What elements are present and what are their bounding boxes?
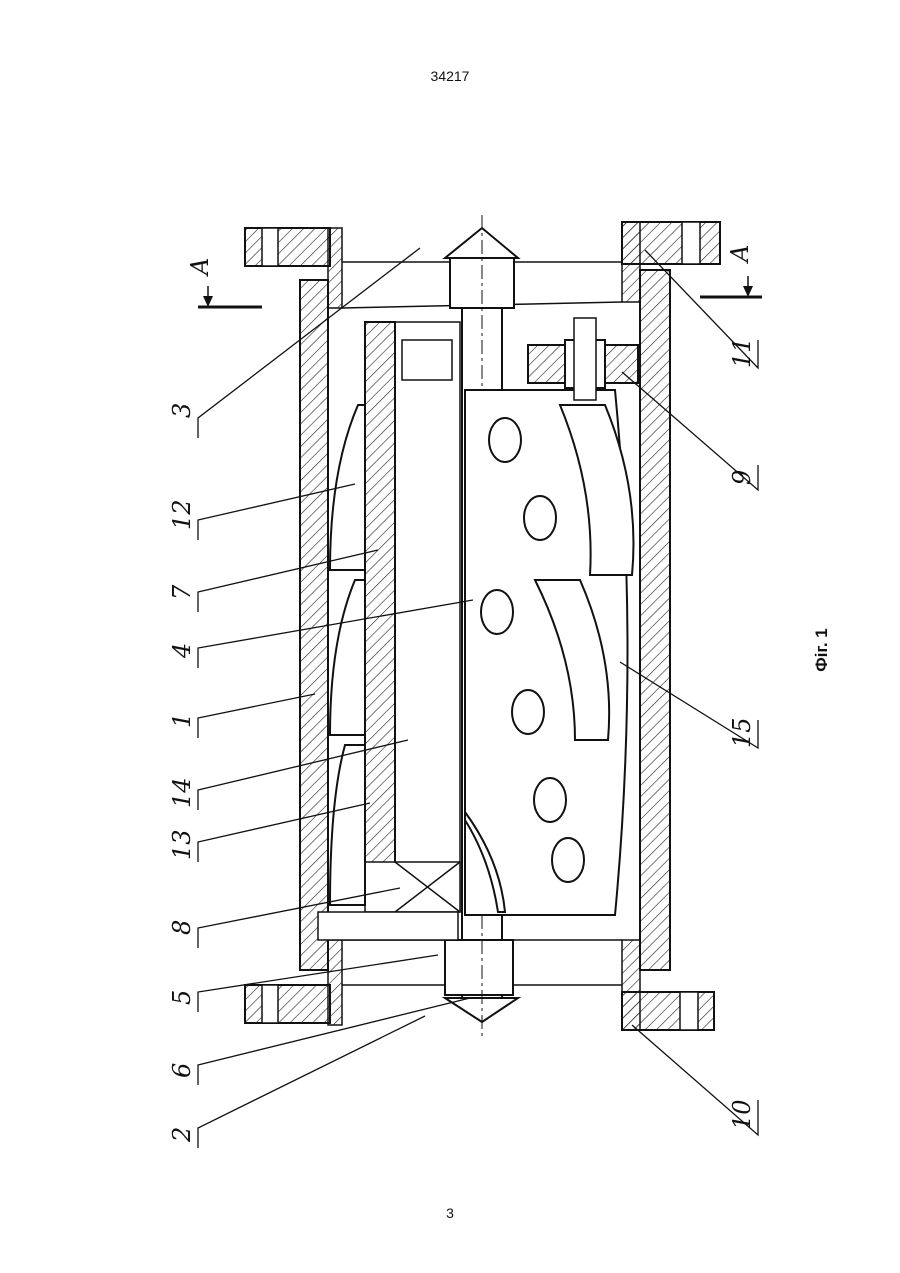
part-label-1: 1 (168, 713, 196, 728)
flange-bottom-left (245, 985, 330, 1023)
housing-top-wall (300, 280, 328, 970)
section-mark-a-left: A (186, 258, 214, 277)
page-number: 3 (0, 1205, 900, 1221)
part-label-12: 12 (168, 499, 196, 530)
part-label-2: 2 (168, 1127, 196, 1143)
part-label-13: 13 (168, 829, 196, 860)
part-label-7: 7 (168, 584, 196, 600)
flange-top-left (245, 228, 330, 266)
part-label-11: 11 (728, 337, 756, 368)
part-label-9: 9 (728, 470, 756, 485)
part-label-10: 10 (728, 1099, 756, 1130)
part-label-4: 4 (168, 643, 196, 659)
part-label-5: 5 (168, 990, 196, 1005)
part-label-15: 15 (728, 717, 756, 748)
section-mark-a-right: A (726, 245, 754, 264)
part-label-3: 3 (168, 403, 196, 418)
housing-bottom-wall (640, 270, 670, 970)
hatched-blade-bar (365, 322, 395, 867)
part-label-8: 8 (168, 920, 196, 935)
part-label-14: 14 (168, 777, 196, 808)
part-label-6: 6 (168, 1063, 196, 1078)
figure-caption: Фіг. 1 (812, 628, 832, 672)
